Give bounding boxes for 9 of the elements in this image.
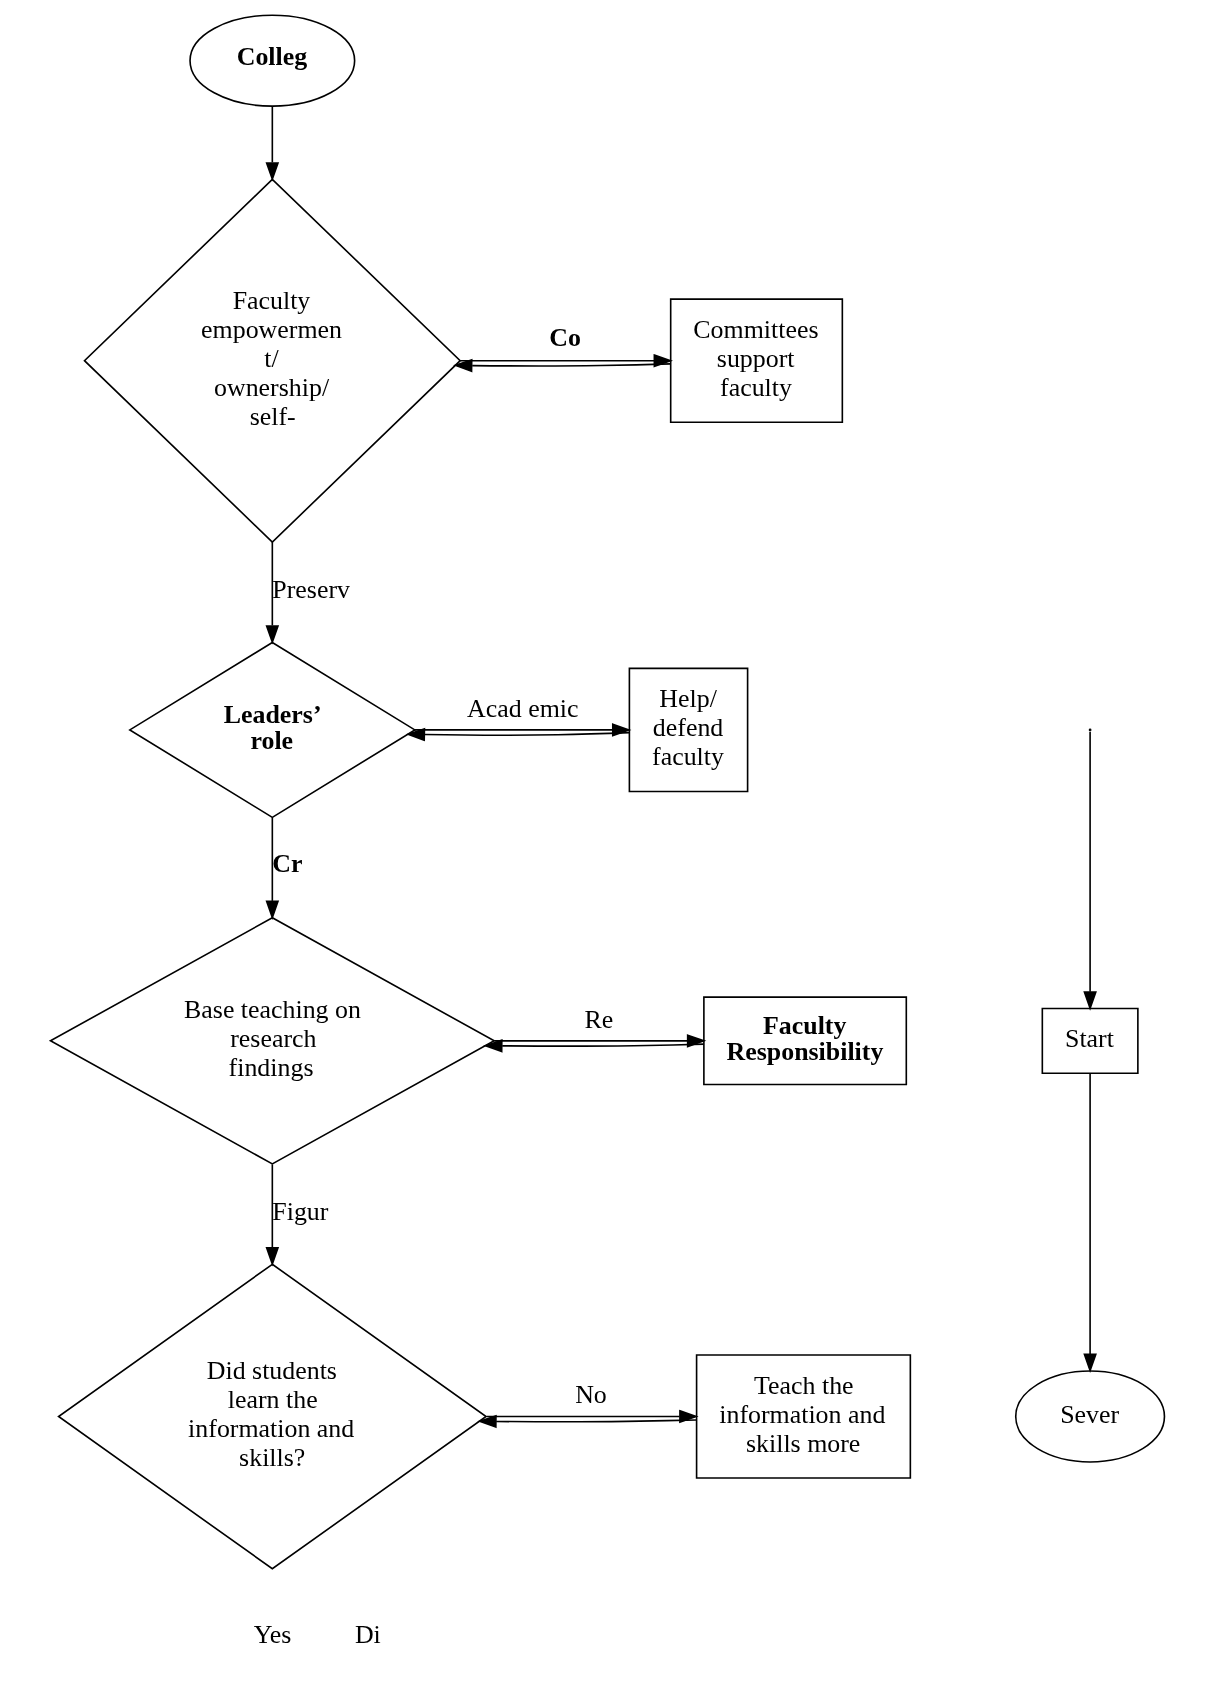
edge-label: Figur: [271, 1197, 328, 1227]
label: Di: [354, 1619, 381, 1649]
edge-label: Preserv: [271, 575, 350, 605]
edge-label: Co: [548, 322, 581, 352]
edge-label: Acad emic: [466, 693, 578, 723]
edge-label: Re: [583, 1004, 613, 1034]
label: Yes: [253, 1619, 291, 1649]
edge-label: No: [574, 1380, 607, 1410]
edge-label: Cr: [271, 849, 303, 879]
